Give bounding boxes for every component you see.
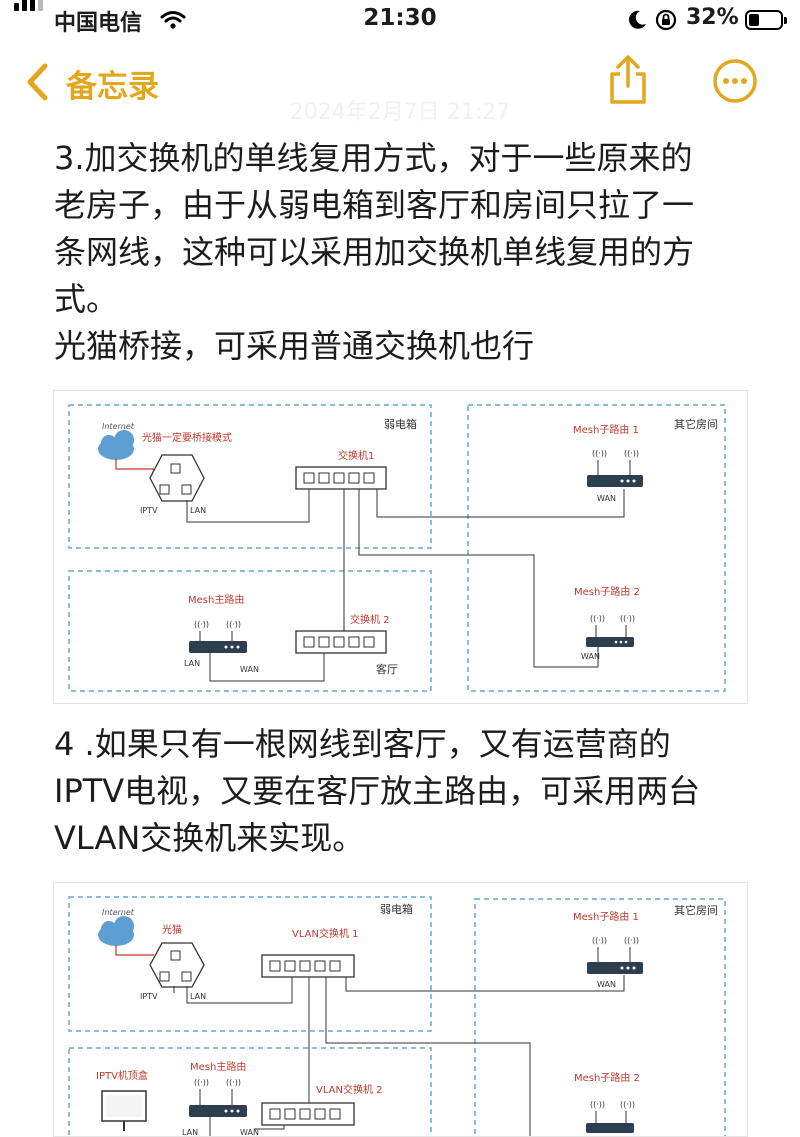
note-date: 2024年2月7日 21:27	[289, 100, 511, 125]
mesh-sub2-label: Mesh子路由 2	[574, 1071, 640, 1084]
share-icon[interactable]	[606, 54, 650, 106]
cloud-icon	[98, 430, 134, 460]
sub2-wan-label: WAN	[581, 652, 600, 661]
more-icon[interactable]	[712, 58, 758, 104]
vlan-switch2-icon	[261, 1102, 355, 1126]
wifi-icon	[160, 11, 186, 29]
lan-port-label: LAN	[190, 992, 206, 1001]
living-room-label: 客厅	[376, 662, 398, 676]
mesh-sub1-label: Mesh子路由 1	[573, 910, 639, 923]
switch2-label: 交换机 2	[350, 613, 390, 626]
svg-text:((·)): ((·))	[194, 1078, 209, 1087]
weak-box-label: 弱电箱	[380, 902, 413, 916]
svg-text:((·)): ((·))	[226, 1078, 241, 1087]
switch1-label: 交换机1	[338, 449, 374, 462]
living-box-frame	[68, 1047, 432, 1136]
note-line: 老房子，由于从弱电箱到客厅和房间只拉了一	[54, 186, 695, 224]
optical-modem-icon	[149, 454, 205, 502]
vlan-switch1-label: VLAN交换机 1	[292, 927, 359, 940]
tv-icon	[101, 1090, 147, 1131]
switch1-icon	[295, 466, 387, 490]
modem-note: 光猫一定要桥接模式	[142, 431, 232, 444]
other-rooms-frame	[467, 404, 726, 692]
router-sub1-icon: ((·)) ((·))	[587, 449, 643, 487]
battery-level-fill	[749, 14, 759, 26]
weak-box-frame	[68, 404, 432, 549]
back-label[interactable]: 备忘录	[66, 69, 159, 105]
network-diagram-2: 弱电箱 其它房间 Internet 光猫 IPTV LAN VLAN交换机 1 …	[53, 882, 748, 1137]
main-wan-label: WAN	[240, 1128, 259, 1137]
lan-port-label: LAN	[190, 506, 206, 515]
router-main-icon: ((·)) ((·))	[189, 620, 247, 653]
other-rooms-frame	[474, 898, 726, 1136]
internet-label: Internet	[102, 908, 135, 917]
weak-box-frame	[68, 896, 432, 1032]
carrier-name: 中国电信	[54, 11, 143, 36]
router-sub2-icon: ((·)) ((·))	[586, 1100, 635, 1133]
router-main-icon: ((·)) ((·))	[189, 1078, 247, 1117]
cloud-icon	[98, 916, 134, 946]
svg-text:((·)): ((·))	[590, 614, 605, 623]
mesh-sub1-label: Mesh子路由 1	[573, 423, 639, 436]
internet-label: Internet	[102, 422, 135, 431]
svg-text:((·)): ((·))	[194, 620, 209, 629]
svg-text:((·)): ((·))	[592, 936, 607, 945]
battery-icon	[745, 10, 787, 30]
note-line: 式。	[54, 280, 119, 318]
iptv-port-label: IPTV	[140, 992, 158, 1001]
iptv-port-label: IPTV	[140, 506, 158, 515]
status-time: 21:30	[363, 5, 437, 31]
svg-text:((·)): ((·))	[590, 1100, 605, 1109]
note-line: 4 .如果只有一根网线到客厅，又有运营商的	[54, 725, 671, 763]
mesh-main-label: Mesh主路由	[188, 593, 244, 606]
vlan-switch2-label: VLAN交换机 2	[316, 1083, 383, 1096]
mesh-sub2-label: Mesh子路由 2	[574, 585, 640, 598]
svg-text:((·)): ((·))	[624, 449, 639, 458]
iptv-box-label: IPTV机顶盒	[96, 1069, 148, 1082]
main-lan-label: LAN	[184, 659, 200, 668]
sub1-wan-label: WAN	[597, 980, 616, 989]
weak-box-label: 弱电箱	[384, 417, 417, 431]
note-paragraph-1: 3.加交换机的单线复用方式，对于一些原来的 老房子，由于从弱电箱到客厅和房间只拉…	[54, 135, 694, 370]
main-lan-label: LAN	[182, 1128, 198, 1137]
moon-icon	[629, 10, 646, 29]
orientation-lock-icon	[655, 9, 677, 31]
note-line: 光猫桥接，可采用普通交换机也行	[54, 327, 535, 365]
note-line: 条网线，这种可以采用加交换机单线复用的方	[54, 233, 695, 271]
svg-text:((·)): ((·))	[226, 620, 241, 629]
router-sub2-icon: ((·)) ((·))	[586, 614, 635, 647]
svg-text:((·)): ((·))	[624, 936, 639, 945]
battery-percent: 32%	[686, 5, 739, 30]
note-line: 3.加交换机的单线复用方式，对于一些原来的	[54, 139, 693, 177]
sub1-wan-label: WAN	[597, 494, 616, 503]
svg-text:((·)): ((·))	[620, 614, 635, 623]
note-paragraph-2: 4 .如果只有一根网线到客厅，又有运营商的 IPTV电视，又要在客厅放主路由，可…	[54, 721, 700, 862]
note-line: VLAN交换机来实现。	[54, 819, 365, 857]
other-rooms-label: 其它房间	[674, 417, 718, 431]
status-bar: 中国电信 21:30 32%	[0, 0, 800, 40]
svg-text:((·)): ((·))	[592, 449, 607, 458]
vlan-switch1-icon	[261, 954, 355, 978]
network-diagram-1: 弱电箱 其它房间 客厅 Internet 光猫一定要桥接模式 IPTV LAN …	[53, 390, 748, 704]
switch2-icon	[295, 630, 387, 654]
living-box-frame	[68, 570, 432, 692]
chevron-left-icon	[27, 63, 48, 101]
main-wan-label: WAN	[240, 665, 259, 674]
other-rooms-label: 其它房间	[674, 903, 718, 917]
router-sub1-icon: ((·)) ((·))	[587, 936, 643, 974]
note-line: IPTV电视，又要在客厅放主路由，可采用两台	[54, 772, 701, 810]
back-button[interactable]	[18, 58, 198, 108]
mesh-main-label: Mesh主路由	[190, 1060, 246, 1073]
modem-label: 光猫	[162, 923, 182, 936]
optical-modem-icon	[149, 942, 205, 988]
svg-text:((·)): ((·))	[620, 1100, 635, 1109]
